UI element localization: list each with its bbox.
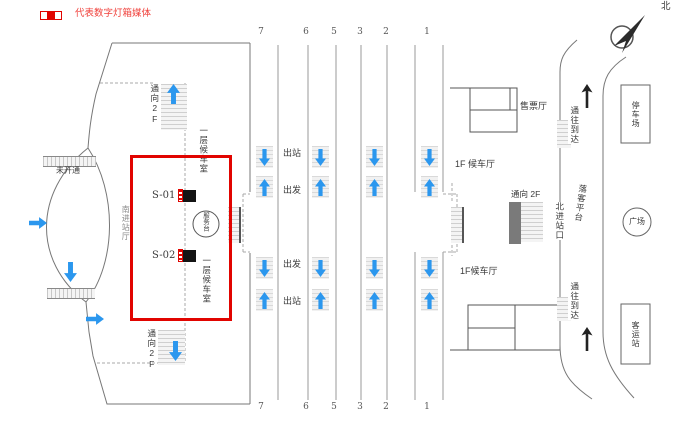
north-entrance-label: 北进站口 xyxy=(553,202,565,240)
arrow-down-icon xyxy=(315,148,326,166)
flow-label-exit: 出站 xyxy=(283,296,302,306)
waiting-room-top-label: 一层候车室 xyxy=(198,126,209,174)
flow-label-depart: 出发 xyxy=(283,185,302,195)
plaza-label: 广场 xyxy=(629,217,645,227)
corridor-stairs-east xyxy=(451,207,464,243)
arrow-down-icon xyxy=(259,259,270,277)
platform-stairs xyxy=(312,146,329,168)
parking-label: 停车场 xyxy=(631,100,641,128)
to-arrival-stairs-bottom xyxy=(557,297,571,321)
platform-stairs xyxy=(421,257,438,279)
stairs-2f-bottom xyxy=(158,330,185,365)
arrow-down-icon xyxy=(369,259,380,277)
track-number: 1 xyxy=(424,27,430,37)
track-number: 6 xyxy=(303,27,309,37)
track-number: 5 xyxy=(331,27,337,37)
track-number: 3 xyxy=(357,27,363,37)
arrow-up-icon xyxy=(424,291,435,309)
track-number: 7 xyxy=(258,402,264,412)
media-spot: S-01 xyxy=(152,189,197,202)
arrow-down-icon xyxy=(64,262,77,282)
platform-stairs xyxy=(421,176,438,198)
arrow-up-icon xyxy=(259,178,270,196)
arrow-right-icon xyxy=(29,217,47,229)
platform-stairs xyxy=(256,289,273,311)
south-entry-hall-label: 南进站厅 xyxy=(121,205,131,241)
arrow-up-icon xyxy=(581,327,593,351)
arrow-down-icon xyxy=(169,340,182,362)
legend-label: 代表数字灯箱媒体 xyxy=(75,8,152,19)
flow-label-exit: 出站 xyxy=(283,148,302,158)
arrow-right-icon xyxy=(86,313,104,325)
arrow-down-icon xyxy=(424,148,435,166)
track-number: 1 xyxy=(424,402,430,412)
west-escalator-top xyxy=(43,156,96,167)
arrow-up-icon xyxy=(424,178,435,196)
track-number: 7 xyxy=(258,27,264,37)
to-arrival-stairs-top xyxy=(557,120,571,148)
arrow-up-icon xyxy=(369,178,380,196)
arrow-down-icon xyxy=(315,259,326,277)
flow-label-depart: 出发 xyxy=(283,259,302,269)
service-desk-label: 服务台 xyxy=(201,212,209,232)
to-arrival-bottom-label: 通往到达 xyxy=(568,282,580,320)
platform-stairs xyxy=(256,176,273,198)
digital-lightbox-icon xyxy=(178,189,197,202)
digital-lightbox-legend-icon xyxy=(40,11,62,20)
north-label: 北 xyxy=(661,1,671,12)
arrow-up-icon xyxy=(315,291,326,309)
digital-lightbox-icon xyxy=(178,249,197,262)
platform-stairs xyxy=(312,176,329,198)
track-number: 2 xyxy=(383,27,389,37)
arrow-down-icon xyxy=(369,148,380,166)
west-escalator-bottom xyxy=(47,288,95,299)
passage-2f-bottom-label: 通向2F xyxy=(146,329,157,370)
media-spot: S-02 xyxy=(152,249,197,262)
not-open-label: 未开通 xyxy=(56,166,80,175)
arrow-up-icon xyxy=(581,84,593,108)
platform-stairs xyxy=(366,146,383,168)
to-arrival-top-label: 通往到达 xyxy=(568,106,580,144)
waiting-room-bottom-label: 一层候车室 xyxy=(201,256,212,304)
platform-stairs xyxy=(256,257,273,279)
passage-2f-top-label: 通向2F xyxy=(149,84,160,125)
arrow-up-icon xyxy=(259,291,270,309)
media-highlight-box xyxy=(130,155,232,321)
arrow-up-icon xyxy=(369,291,380,309)
track-number: 5 xyxy=(331,402,337,412)
passage-2f-right-label: 通向 2F xyxy=(511,189,541,199)
platform-stairs xyxy=(366,176,383,198)
arrow-up-icon xyxy=(167,84,180,104)
platform-stairs xyxy=(421,289,438,311)
track-number: 6 xyxy=(303,402,309,412)
platform-stairs xyxy=(312,289,329,311)
platform-stairs xyxy=(256,146,273,168)
bus-station-label: 客运站 xyxy=(631,320,641,348)
compass-icon xyxy=(610,15,645,53)
stairs-2f-right xyxy=(521,202,543,242)
platform-stairs xyxy=(312,257,329,279)
waiting-hall-1f-top-label: 1F 候车厅 xyxy=(455,159,496,169)
platform-stairs xyxy=(366,289,383,311)
stairs-2f-right-dark xyxy=(509,202,521,244)
waiting-hall-1f-bottom-label: 1F候车厅 xyxy=(460,266,498,276)
track-number: 2 xyxy=(383,402,389,412)
platform-stairs xyxy=(421,146,438,168)
media-spot-id: S-01 xyxy=(152,189,176,201)
arrow-down-icon xyxy=(424,259,435,277)
ticket-hall-label: 售票厅 xyxy=(520,101,548,111)
arrow-down-icon xyxy=(259,148,270,166)
platform-stairs xyxy=(366,257,383,279)
media-spot-id: S-02 xyxy=(152,249,176,261)
arrow-up-icon xyxy=(315,178,326,196)
track-number: 3 xyxy=(357,402,363,412)
